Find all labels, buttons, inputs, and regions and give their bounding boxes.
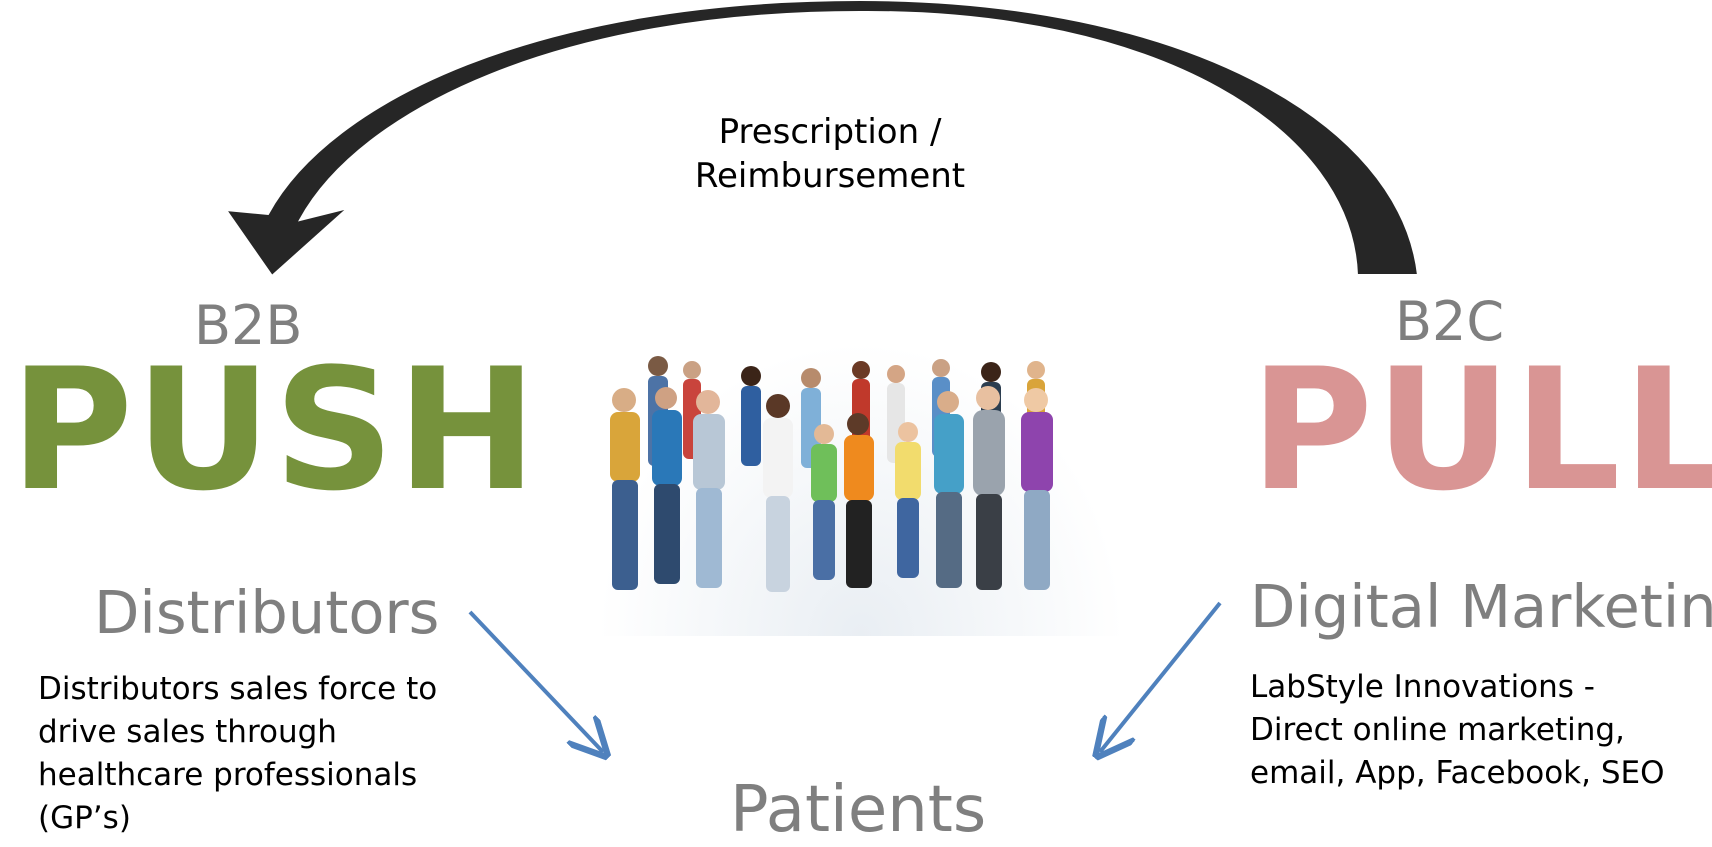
curved-cycle-arrow: [223, 0, 1420, 278]
pull-heading: PULL: [1250, 332, 1712, 528]
patients-label: Patients: [730, 773, 987, 847]
distributors-description: Distributors sales force to drive sales …: [38, 671, 438, 836]
b2c-label: B2C: [1395, 290, 1505, 353]
crowd-illustration: [610, 356, 1053, 592]
distributors-to-patients-arrow: [468, 610, 603, 752]
distributors-label: Distributors: [94, 578, 440, 647]
caption-text: Prescription / Reimbursement: [694, 112, 966, 196]
digital-marketing-label: Digital Marketing: [1250, 572, 1712, 641]
push-heading: PUSH: [10, 332, 540, 528]
person-figure: [610, 356, 1053, 592]
b2b-label: B2B: [194, 294, 303, 357]
group-of-people-photo: [596, 340, 1126, 636]
marketing-to-patients-arrow: [1100, 601, 1222, 752]
prescription-reimbursement-caption: Prescription / Reimbursement: [620, 110, 1040, 198]
digital-marketing-description: LabStyle Innovations - Direct online mar…: [1250, 669, 1665, 791]
